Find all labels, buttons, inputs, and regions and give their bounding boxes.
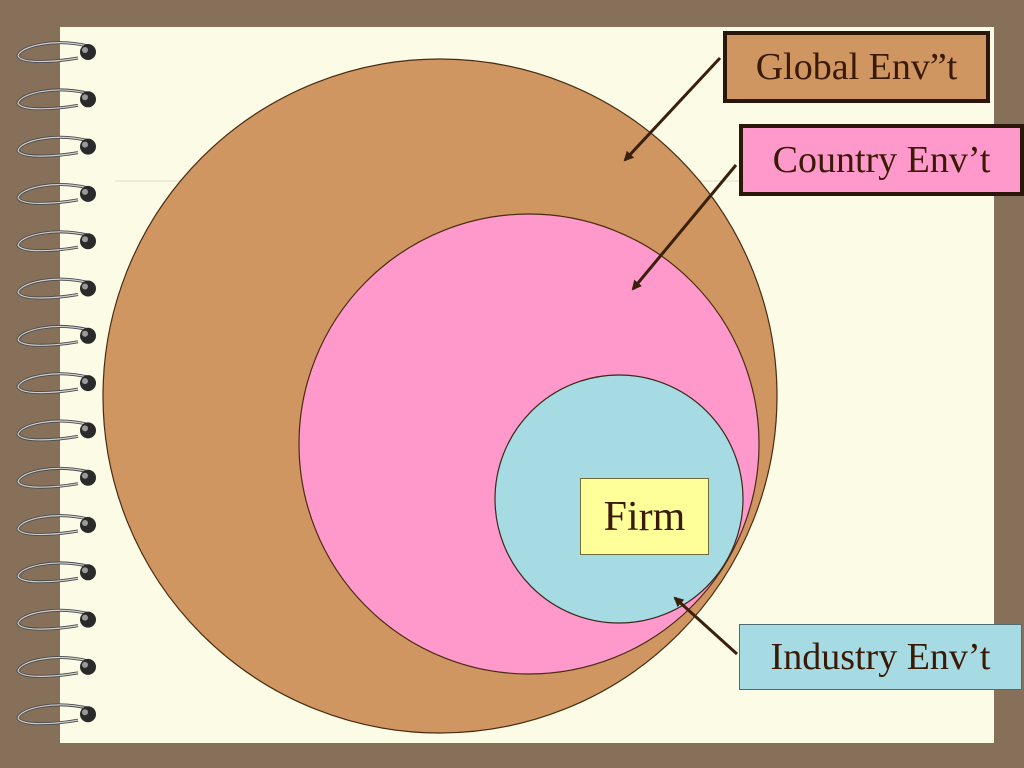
binding-ring (16, 41, 96, 63)
global-env-label: Global Env”t (723, 31, 990, 103)
binding-ring (16, 88, 96, 111)
binding-ring (16, 372, 96, 395)
binding-ring (16, 561, 96, 584)
industry-env-label: Industry Env’t (739, 624, 1022, 690)
country-arrow (631, 164, 738, 291)
binding-ring (16, 325, 96, 347)
binding-ring (16, 608, 96, 631)
binding-ring (16, 183, 96, 205)
binding-ring (16, 135, 96, 158)
global-arrow (623, 56, 722, 162)
firm-label: Firm (580, 478, 709, 555)
binding-ring (16, 419, 96, 442)
industry-arrow (673, 596, 739, 656)
binding-ring (16, 514, 96, 536)
country-env-label: Country Env’t (739, 124, 1024, 196)
binding-ring (16, 467, 96, 489)
spiral-binding (16, 41, 96, 726)
binding-ring (16, 656, 96, 678)
binding-ring (16, 230, 96, 253)
binding-ring (16, 277, 96, 300)
binding-ring (16, 703, 96, 726)
